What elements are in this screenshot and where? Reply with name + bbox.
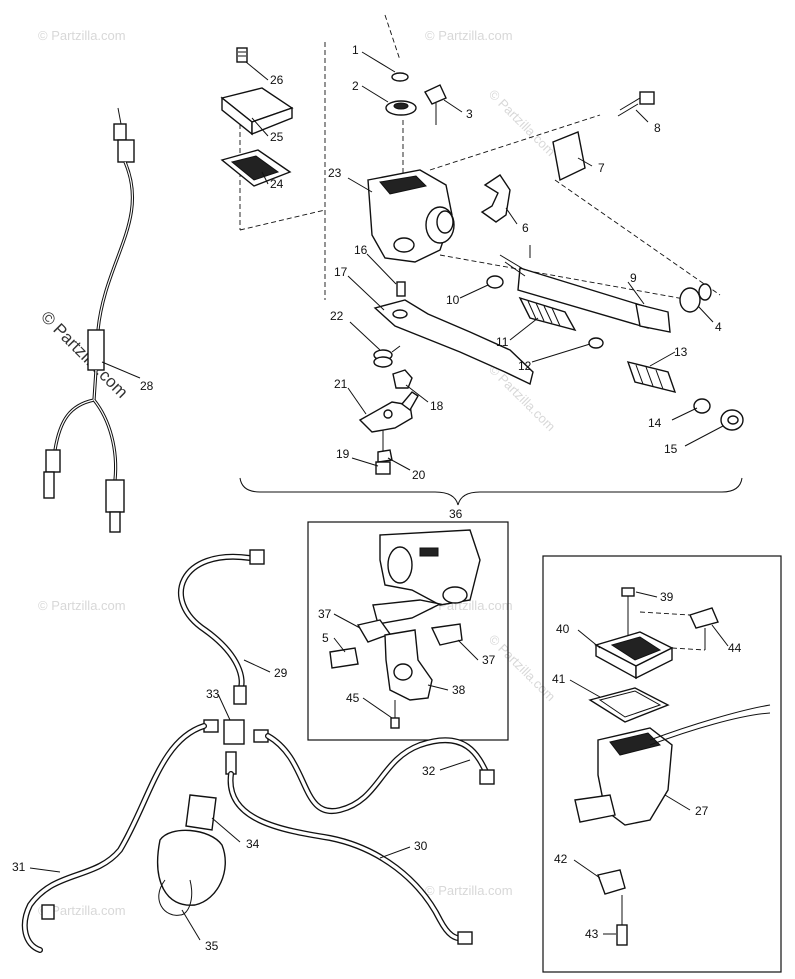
callout-1: 1 [352, 43, 359, 57]
callout-17: 17 [334, 265, 348, 279]
callout-32: 32 [422, 764, 436, 778]
callout-9: 9 [630, 271, 637, 285]
bolt-3 [424, 84, 447, 125]
callout-12: 12 [518, 359, 532, 373]
bracket-7 [552, 131, 586, 182]
callout-8: 8 [654, 121, 661, 135]
end-cap-4 [679, 283, 712, 313]
callout-42: 42 [554, 852, 568, 866]
watermark-text: © Partzilla.com [486, 632, 559, 705]
inset-box-switch [307, 521, 509, 741]
callout-44: 44 [728, 641, 742, 655]
seal-2 [385, 100, 417, 116]
callout-18: 18 [430, 399, 444, 413]
watermark-text: © Partzilla.com [38, 903, 126, 918]
switch-bracket-21 [358, 391, 419, 433]
screw-26 [236, 47, 248, 63]
switch-9 [499, 245, 671, 333]
callout-19: 19 [336, 447, 350, 461]
washer-10 [486, 275, 504, 289]
callout-40: 40 [556, 622, 570, 636]
callout-22: 22 [330, 309, 344, 323]
bolt-8 [617, 91, 655, 117]
brake-lever-17 [373, 299, 534, 386]
callout-35: 35 [205, 939, 219, 953]
washer-15 [720, 409, 744, 431]
callout-38: 38 [452, 683, 466, 697]
callout-24: 24 [270, 177, 284, 191]
washer-20 [377, 449, 393, 463]
callout-33: 33 [206, 687, 220, 701]
washer-1 [391, 72, 409, 82]
master-cylinder-body-23 [367, 169, 455, 263]
inset-box-master-cylinder [542, 555, 782, 973]
callout-3: 3 [466, 107, 473, 121]
callout-31: 31 [12, 860, 26, 874]
callout-labels: 1 2 3 4 5 6 7 8 9 10 11 12 13 14 15 16 1… [12, 43, 742, 953]
watermark-text: © Partzilla.com [425, 28, 513, 43]
callout-27: 27 [695, 804, 709, 818]
callout-23: 23 [328, 166, 342, 180]
watermark-text: © Partzilla.com [425, 883, 513, 898]
watermark-diagonal: © Partzilla.com [37, 307, 131, 401]
brake-hose-assembly [21, 549, 495, 953]
callout-45: 45 [346, 691, 360, 705]
piston-13 [626, 361, 677, 393]
callout-13: 13 [674, 345, 688, 359]
callout-26: 26 [270, 73, 284, 87]
callout-29: 29 [274, 666, 288, 680]
nut-18 [392, 369, 413, 389]
callout-6: 6 [522, 221, 529, 235]
callout-37-right: 37 [482, 653, 496, 667]
watermark-text: © Partzilla.com [38, 28, 126, 43]
callout-39: 39 [660, 590, 674, 604]
callout-14: 14 [648, 416, 662, 430]
watermark-text: © Partzilla.com [38, 598, 126, 613]
callout-16: 16 [354, 243, 368, 257]
throttle-cable-assembly [43, 107, 141, 533]
callout-28: 28 [140, 379, 154, 393]
assembly-brace-36 [239, 477, 743, 506]
callout-41: 41 [552, 672, 566, 686]
callout-25: 25 [270, 130, 284, 144]
callout-20: 20 [412, 468, 426, 482]
pivot-bolt-16 [396, 281, 406, 297]
reservoir-cover-25 [220, 87, 294, 136]
callout-30: 30 [414, 839, 428, 853]
callout-2: 2 [352, 79, 359, 93]
callout-11: 11 [496, 335, 509, 349]
callout-4: 4 [715, 320, 722, 334]
ring-14 [693, 398, 711, 414]
spring-22 [373, 345, 401, 368]
callout-7: 7 [598, 161, 605, 175]
master-cylinder-assembly [220, 14, 744, 506]
callout-10: 10 [446, 293, 460, 307]
callout-21: 21 [334, 377, 348, 391]
diaphragm-24 [220, 149, 292, 187]
washer-12 [588, 337, 604, 349]
callout-37-left: 37 [318, 607, 332, 621]
callout-34: 34 [246, 837, 260, 851]
callout-15: 15 [664, 442, 678, 456]
watermark-text: © Partzilla.com [486, 87, 559, 160]
clamp-6 [480, 174, 511, 223]
callout-43: 43 [585, 927, 599, 941]
boot-11 [518, 296, 577, 332]
callout-36: 36 [449, 507, 463, 521]
callout-5: 5 [322, 631, 329, 645]
